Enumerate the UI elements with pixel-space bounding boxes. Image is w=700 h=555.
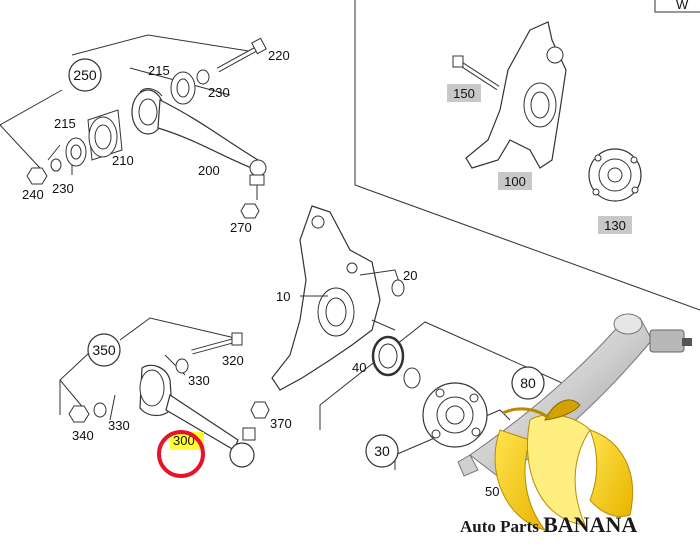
inset-frame (354, 0, 700, 311)
boxed-label-130-bg (598, 216, 632, 234)
part-label-20: 20 (403, 268, 417, 283)
boxed-label-150-bg (447, 84, 481, 102)
part-label-330-low: 330 (108, 418, 130, 433)
callout-circle-250 (68, 58, 102, 92)
part-label-330-mid: 330 (188, 373, 210, 388)
callout-250-label: 250 (73, 67, 97, 83)
banana-logo-icon (494, 399, 634, 531)
red-circle-marker (157, 430, 205, 478)
watermark-text-b: BANANA (543, 512, 637, 537)
part-label-215-top: 215 (148, 63, 170, 78)
bolt-220 (216, 37, 267, 73)
part-label-240: 240 (22, 187, 44, 202)
bolt-320 (191, 332, 243, 355)
part-label-340: 340 (72, 428, 94, 443)
part-label-210: 210 (112, 153, 134, 168)
callout-circle-80 (511, 366, 545, 400)
part-label-230-left: 230 (52, 181, 74, 196)
corner-label-fragment: W (676, 0, 689, 12)
watermark-text-a: Auto Parts (460, 517, 543, 536)
part-label-230-top: 230 (208, 85, 230, 100)
part-label-50-partial: 50 (485, 484, 499, 499)
part-label-10: 10 (276, 289, 290, 304)
part-label-215-left: 215 (54, 116, 76, 131)
callout-350-label: 350 (92, 342, 116, 358)
bushing-210 (65, 109, 123, 167)
callout-80-label: 80 (520, 375, 536, 391)
boxed-label-150: 150 (453, 86, 475, 101)
callout-30-label: 30 (374, 443, 390, 459)
boxed-label-130: 130 (604, 218, 626, 233)
part-label-200: 200 (198, 163, 220, 178)
boxed-label-100: 100 (504, 174, 526, 189)
control-arm-200 (131, 88, 267, 200)
part-label-40: 40 (352, 360, 366, 375)
watermark-text: Auto Parts BANANA (460, 512, 637, 537)
part-label-270: 270 (230, 220, 252, 235)
upper-control-arm-group (0, 34, 267, 219)
part-label-220: 220 (268, 48, 290, 63)
steering-knuckle-10 (271, 205, 381, 391)
boxed-label-100-bg (498, 172, 532, 190)
part-label-320: 320 (222, 353, 244, 368)
callout-circle-350 (87, 333, 121, 367)
part-label-370: 370 (270, 416, 292, 431)
wheel-hub (422, 382, 488, 448)
callout-circle-30 (365, 434, 399, 468)
part-label-300: 300 (173, 433, 195, 448)
inset-knuckle-group (452, 21, 642, 202)
lower-arm-300 (139, 364, 256, 468)
